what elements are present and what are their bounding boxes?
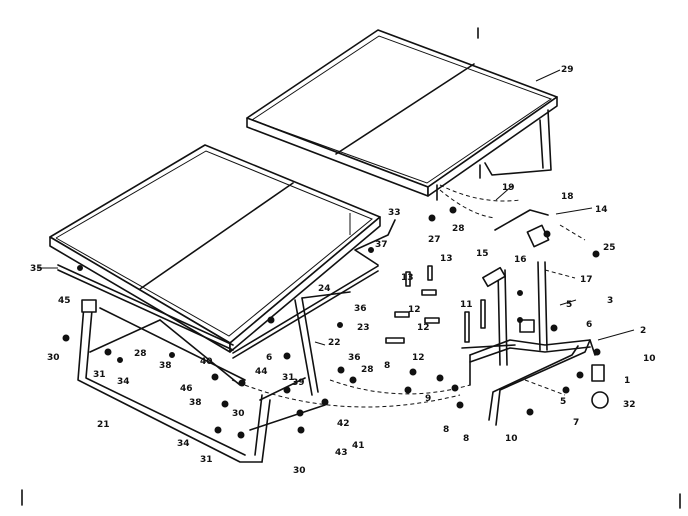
label-24: 24 [318, 284, 331, 294]
left-table-top [49, 144, 381, 353]
label-38: 38 [159, 361, 172, 371]
label-34: 34 [117, 377, 130, 387]
label-28: 28 [452, 224, 465, 234]
label-3: 3 [607, 296, 613, 306]
label-30: 30 [47, 353, 60, 363]
label-8: 8 [463, 434, 469, 444]
label-16: 16 [514, 255, 527, 265]
label-9: 9 [425, 394, 431, 404]
label-41: 41 [352, 441, 365, 451]
label-31: 31 [93, 370, 106, 380]
label-6: 6 [586, 320, 592, 330]
label-10: 10 [643, 354, 656, 364]
label-44: 44 [255, 367, 268, 377]
label-12: 12 [408, 305, 421, 315]
hardware [21, 27, 681, 509]
label-11: 11 [460, 300, 473, 310]
assembly-lines [231, 184, 586, 408]
label-34: 34 [177, 439, 190, 449]
label-1: 1 [624, 376, 630, 386]
label-28: 28 [134, 349, 147, 359]
label-18: 18 [561, 192, 574, 202]
right-frame [461, 209, 609, 426]
label-31: 31 [200, 455, 213, 465]
label-5: 5 [566, 300, 572, 310]
label-15: 15 [476, 249, 489, 259]
label-33: 33 [388, 208, 401, 218]
label-31: 31 [282, 373, 295, 383]
left-frame [57, 219, 396, 463]
label-6: 6 [266, 353, 272, 363]
label-30: 30 [232, 409, 245, 419]
label-28: 28 [361, 365, 374, 375]
label-8: 8 [384, 361, 390, 371]
label-8: 8 [443, 425, 449, 435]
label-29: 29 [561, 65, 574, 75]
label-43: 43 [335, 448, 348, 458]
label-12: 12 [412, 353, 425, 363]
label-39: 39 [292, 378, 305, 388]
label-22: 22 [328, 338, 341, 348]
label-36: 36 [354, 304, 367, 314]
label-36: 36 [348, 353, 361, 363]
label-42: 42 [337, 419, 350, 429]
label-5: 5 [560, 397, 566, 407]
label-13: 13 [401, 273, 414, 283]
label-35: 35 [30, 264, 43, 274]
label-10: 10 [505, 434, 518, 444]
label-7: 7 [573, 418, 579, 428]
label-30: 30 [293, 466, 306, 476]
leader-lines [37, 69, 635, 346]
right-table-top [246, 29, 558, 201]
label-13: 13 [440, 254, 453, 264]
label-46: 46 [180, 384, 193, 394]
part-labels: 29 19 18 14 33 27 28 37 25 13 13 15 16 1… [30, 65, 656, 476]
label-32: 32 [623, 400, 636, 410]
label-2: 2 [640, 326, 646, 336]
label-38: 38 [189, 398, 202, 408]
label-17: 17 [580, 275, 593, 285]
label-27: 27 [428, 235, 441, 245]
label-19: 19 [502, 183, 515, 193]
label-25: 25 [603, 243, 616, 253]
label-12: 12 [417, 323, 430, 333]
label-45: 45 [58, 296, 71, 306]
label-21: 21 [97, 420, 110, 430]
label-14: 14 [595, 205, 608, 215]
label-23: 23 [357, 323, 370, 333]
label-37: 37 [375, 240, 388, 250]
label-40: 40 [200, 357, 213, 367]
